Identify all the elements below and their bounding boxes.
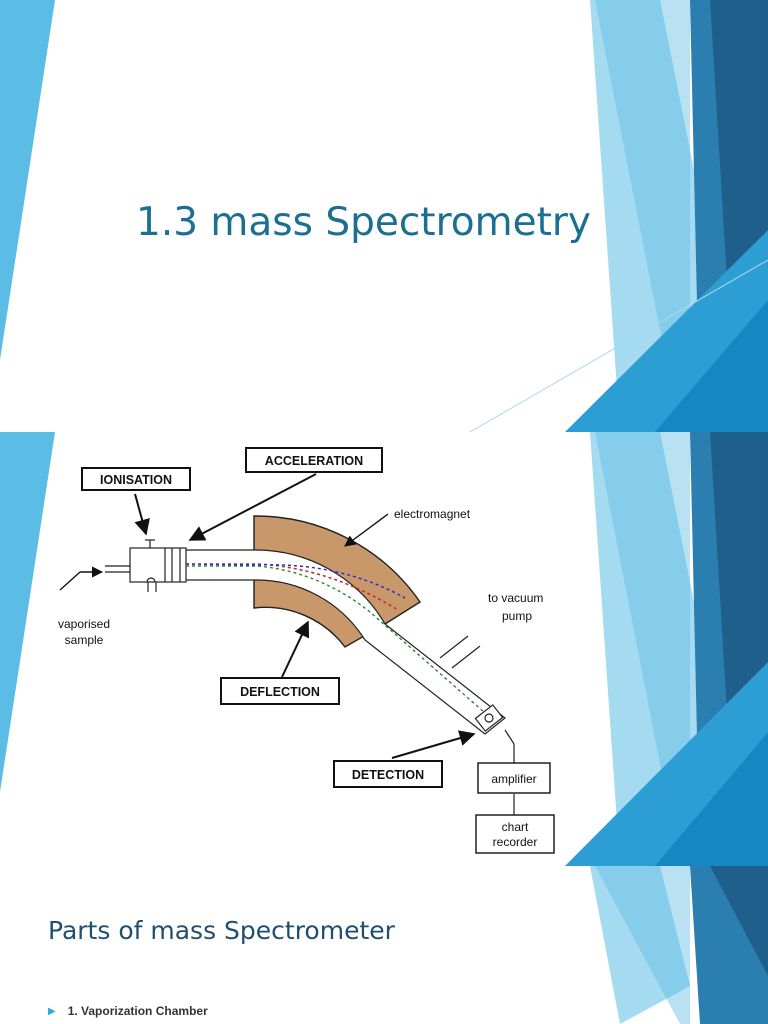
vacuum-pump-label-line2: pump — [502, 609, 532, 623]
title-slide: 1.3 mass Spectrometry — [0, 0, 768, 432]
chart-recorder-label-line2: recorder — [493, 835, 538, 849]
chart-recorder-box — [475, 814, 555, 854]
vacuum-pump-label-line1: to vacuum — [488, 591, 543, 605]
bullet-item: ▶ 1. Vaporization Chamber — [48, 1004, 208, 1018]
detector-wiring — [504, 729, 515, 815]
label-arrows — [59, 473, 476, 759]
ion-beam-blue — [185, 563, 406, 599]
acceleration-label: ACCELERATION — [265, 454, 363, 468]
deflection-label: DEFLECTION — [240, 685, 320, 699]
ionisation-label-box — [81, 467, 191, 491]
detection-label: DETECTION — [352, 768, 424, 782]
vaporised-sample-label-line1: vaporised — [58, 617, 110, 631]
ion-beam-green — [186, 565, 494, 721]
chart-recorder-label-line1: chart — [502, 820, 529, 834]
mass-spectrometer-diagram: IONISATION ACCELERATION DEFLECTION DETEC… — [58, 447, 555, 854]
flight-tube — [139, 549, 506, 735]
amplifier-box — [477, 762, 551, 794]
content-slide: Parts of mass Spectrometer ▶ 1. Vaporiza… — [0, 866, 768, 1024]
vacuum-outlet — [439, 635, 481, 669]
slide-decoration-graphic — [0, 0, 768, 432]
slide-title: Parts of mass Spectrometer — [48, 916, 395, 945]
electromagnet-label: electromagnet — [394, 507, 471, 521]
detection-label-box — [333, 760, 443, 788]
acceleration-label-box — [245, 447, 383, 473]
slide-decoration-graphic — [0, 432, 768, 866]
bullet-text: 1. Vaporization Chamber — [67, 1004, 208, 1018]
diagram-slide: IONISATION ACCELERATION DEFLECTION DETEC… — [0, 432, 768, 866]
bullet-arrow-icon: ▶ — [48, 1005, 56, 1017]
ionisation-label: IONISATION — [100, 473, 172, 487]
slide-title: 1.3 mass Spectrometry — [136, 200, 592, 245]
slide-decoration-graphic — [590, 866, 768, 1024]
amplifier-label: amplifier — [491, 772, 536, 786]
deflection-label-box — [220, 677, 340, 705]
vaporised-sample-label-line2: sample — [65, 633, 104, 647]
detector — [474, 704, 504, 732]
ionisation-chamber — [105, 539, 187, 592]
